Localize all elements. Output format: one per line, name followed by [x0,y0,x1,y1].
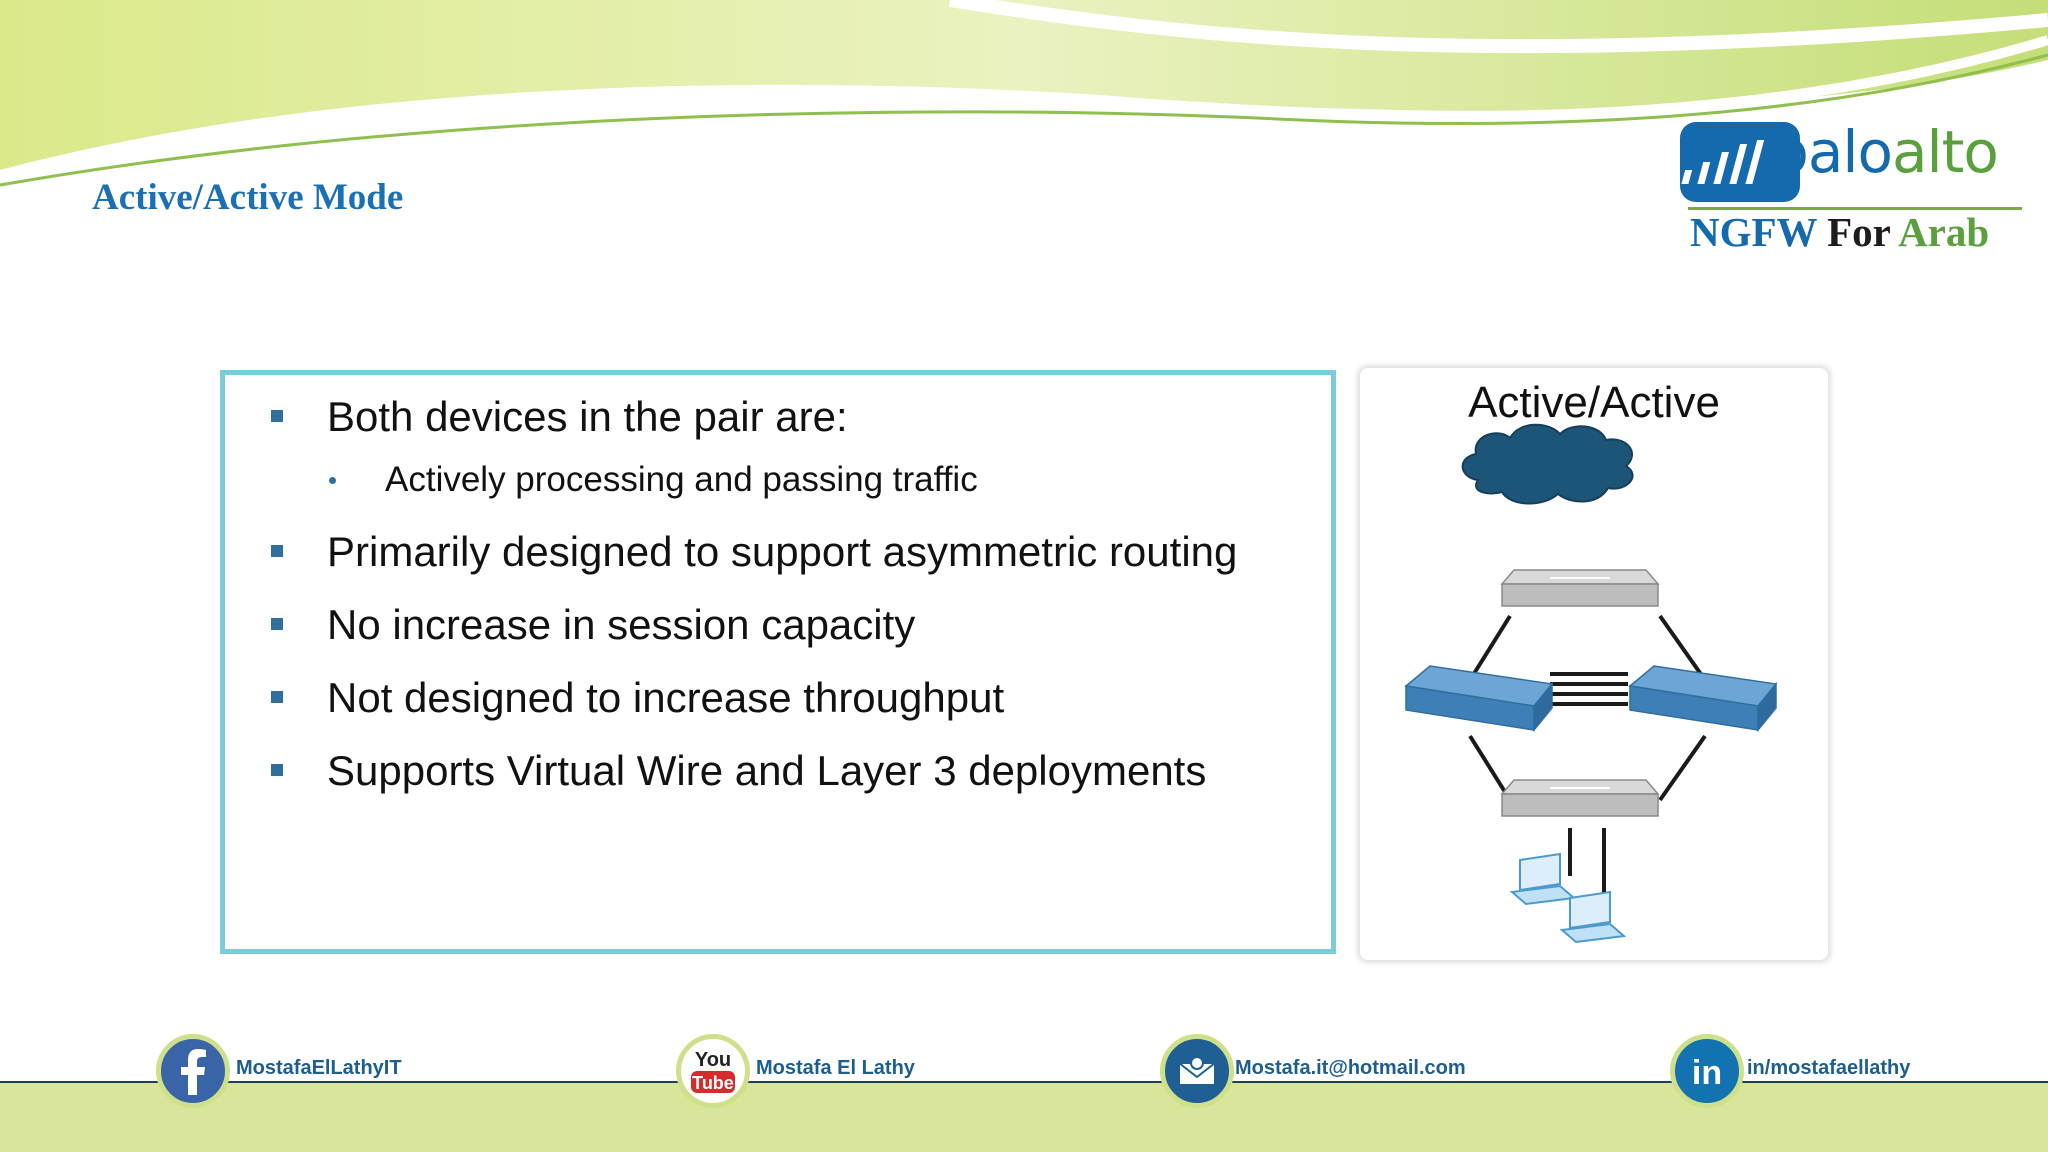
bullet-box: Both devices in the pair are: Actively p… [220,370,1336,954]
bullet-square-icon [271,618,283,630]
linkedin-icon[interactable]: in [1670,1034,1744,1108]
palo-alto-logo-icon [1680,122,1800,202]
sub-bullet-text: Actively processing and passing traffic [385,460,978,499]
bullet-text: No increase in session capacity [327,601,916,648]
bullet-item: Primarily designed to support asymmetric… [247,524,1307,579]
diagram-links [1468,614,1707,908]
bullet-square-icon [271,545,283,557]
bullet-item: No increase in session capacity [247,597,1307,652]
bullet-list: Both devices in the pair are: Actively p… [247,389,1307,798]
logo-tag-arab: Arab [1898,209,1990,255]
bullet-text: Supports Virtual Wire and Layer 3 deploy… [327,747,1207,794]
diagram-title: Active/Active [1468,378,1720,427]
footer: MostafaElLathyIT You Tube Mostafa El Lat… [0,1010,2048,1152]
logo-tag-for: For [1827,209,1891,255]
logo-wordmark: paloalto [1772,118,1999,186]
bullet-square-icon [271,410,283,422]
bullet-item: Both devices in the pair are: [247,389,1307,444]
youtube-logo-you: You [695,1049,731,1071]
logo-divider [1688,207,2022,210]
youtube-icon[interactable]: You Tube [676,1034,750,1108]
switch-icon [1500,569,1660,607]
switch-icon [1500,779,1660,817]
laptop-icon [1509,852,1577,906]
facebook-link[interactable]: MostafaElLathyIT [236,1057,402,1079]
laptop-icon [1559,890,1627,944]
linkedin-logo-text: in [1692,1054,1722,1091]
bullet-square-icon [271,691,283,703]
logo-tagline: NGFW For Arab [1690,208,1989,256]
cloud-icon [1461,423,1634,505]
firewall-icon [1628,665,1778,733]
youtube-link[interactable]: Mostafa El Lathy [756,1057,915,1079]
header-swoosh [0,0,2048,187]
logo-tag-ngfw: NGFW [1690,209,1817,255]
bullet-square-icon [271,764,283,776]
network-diagram [1404,423,1778,944]
email-icon[interactable] [1160,1034,1234,1108]
bullet-item: Supports Virtual Wire and Layer 3 deploy… [247,743,1307,798]
bullet-text: Both devices in the pair are: [327,393,848,440]
logo-word-palo: palo [1772,118,1893,186]
facebook-icon[interactable] [156,1034,230,1108]
sub-bullet-item: Actively processing and passing traffic [247,454,1307,506]
linkedin-link[interactable]: in/mostafaellathy [1747,1057,1911,1079]
firewall-icon [1404,665,1554,733]
slide-title: Active/Active Mode [92,177,404,218]
bullet-text: Not designed to increase throughput [327,674,1005,721]
email-link[interactable]: Mostafa.it@hotmail.com [1235,1057,1466,1079]
bullet-dot-icon [329,477,336,484]
logo-word-alto: alto [1891,118,1999,186]
youtube-logo-tube: Tube [692,1073,734,1093]
diagram-panel: Active/Active [1360,368,1828,960]
bullet-text: Primarily designed to support asymmetric… [327,528,1238,575]
bullet-item: Not designed to increase throughput [247,670,1307,725]
